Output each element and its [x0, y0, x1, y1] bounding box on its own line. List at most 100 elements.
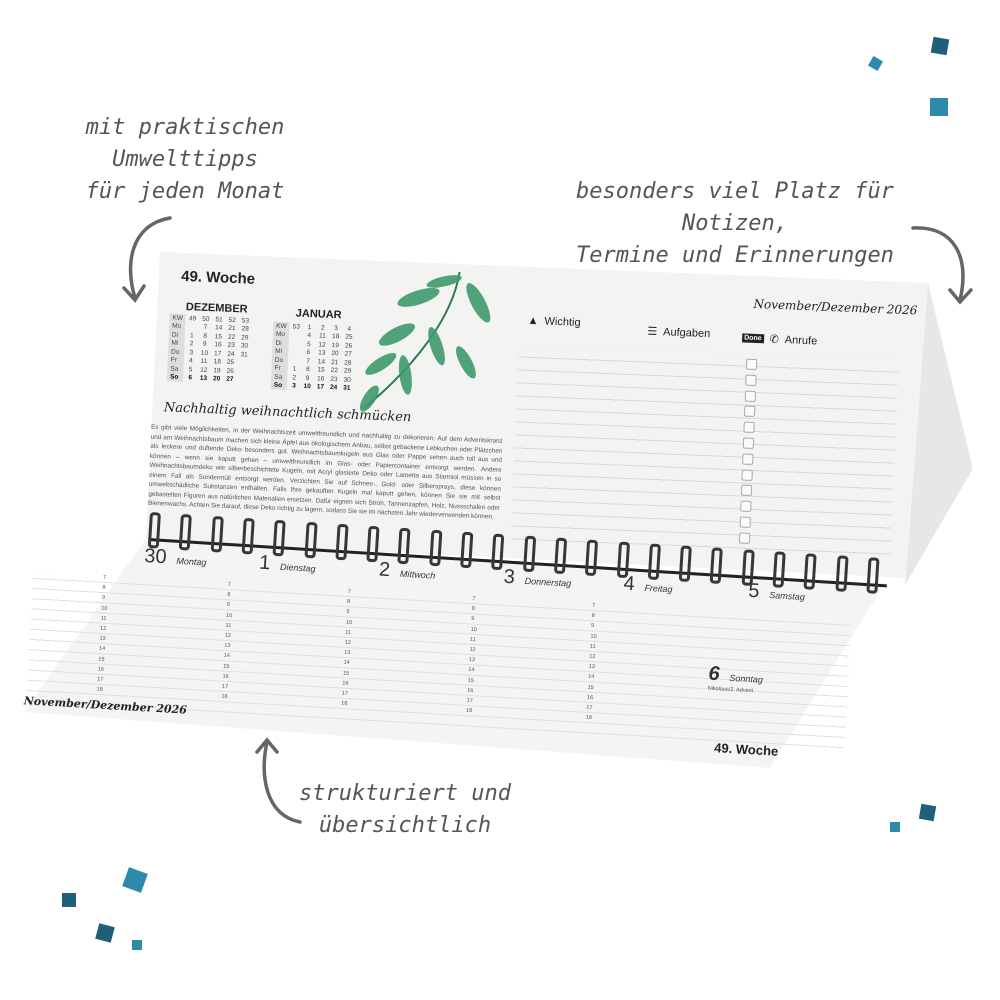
mini-calendar-cell: 16 [214, 341, 222, 349]
mini-calendar-cell: 17 [213, 350, 222, 358]
hour-label: 11 [225, 622, 232, 629]
mini-calendar-cell: 13 [199, 374, 208, 383]
mini-calendar-cell: 29 [241, 334, 249, 342]
confetti-square [132, 940, 142, 950]
hour-label: 15 [342, 670, 350, 677]
mini-calendar-cell: 26 [344, 342, 353, 350]
mini-calendar-cell: 21 [330, 358, 339, 366]
day-number: 6 [707, 662, 721, 686]
mini-calendar-cell: 17 [316, 383, 325, 391]
mini-calendar-title: DEZEMBER [185, 301, 248, 316]
binding-ring [741, 549, 755, 586]
hour-label: 15 [98, 656, 105, 663]
mini-calendar-cell: 21 [228, 325, 236, 333]
hour-label: 18 [585, 714, 593, 722]
week-label: 49. Woche [180, 267, 256, 288]
hour-label: 15 [222, 663, 230, 670]
hour-label: 15 [467, 677, 475, 684]
week-label: 49. Woche [713, 740, 779, 759]
note-lines [510, 344, 899, 560]
hour-label: 13 [224, 642, 231, 650]
annotation-line: Umwelttipps [112, 147, 258, 172]
mini-calendar-cell: 30 [240, 342, 249, 350]
arrow-bottom-icon [255, 737, 302, 824]
hour-label: 12 [589, 653, 596, 661]
binding-ring [397, 527, 411, 565]
hour-label: 14 [98, 645, 106, 653]
mini-calendar-cell: Fr [167, 355, 185, 366]
checkbox[interactable] [740, 484, 753, 497]
arrow-left-icon [122, 216, 172, 303]
hour-label: 11 [345, 629, 352, 636]
confetti-square [918, 803, 937, 822]
hour-label: 14 [343, 660, 350, 667]
binding-ring [241, 517, 255, 555]
mini-calendar-cell: Fr [271, 364, 289, 374]
mini-calendar-cell: So [270, 381, 288, 391]
hour-label: 10 [470, 626, 477, 633]
hour-label: 17 [97, 676, 104, 683]
mini-calendar-cell: 10 [303, 383, 311, 391]
mini-calendar-cell: 31 [240, 351, 248, 359]
hour-label: 8 [102, 584, 106, 591]
mini-calendar-cell: 28 [344, 359, 352, 367]
mini-calendar-cell: 26 [226, 367, 234, 375]
mini-calendar-cell: Mi [168, 338, 186, 349]
mini-calendar-cell: 24 [329, 384, 338, 392]
mini-calendar-cell: 53 [241, 317, 250, 325]
month-range: November/Dezember 2026 [753, 296, 918, 318]
confetti-square [62, 893, 76, 907]
mini-calendar-cell: 12 [318, 341, 326, 349]
checkbox[interactable] [741, 469, 753, 481]
checkbox[interactable] [742, 453, 754, 465]
binding-ring [178, 513, 193, 551]
column-tasks: ☰Aufgaben [647, 325, 710, 341]
hour-label: 13 [588, 663, 596, 671]
binding-ring [366, 525, 380, 563]
mini-calendar-cell: 29 [343, 367, 352, 376]
column-label: Wichtig [544, 315, 581, 329]
mini-calendar-cell: 27 [344, 350, 352, 359]
checkbox[interactable] [742, 437, 755, 449]
hour-label: 15 [587, 684, 594, 691]
annotation-line: übersichtlich [318, 813, 492, 838]
confetti-square [867, 55, 884, 72]
mini-calendar-cell: 24 [227, 350, 235, 358]
mini-calendar-cell: 52 [228, 316, 237, 324]
binding-ring [335, 523, 349, 561]
confetti-square [95, 923, 115, 943]
day-name: Sonntag [729, 672, 764, 685]
annotation-environment-tips: mit praktischen Umwelttipps für jeden Mo… [70, 112, 300, 208]
hour-label: 10 [101, 605, 108, 612]
checkbox[interactable] [745, 374, 757, 386]
binding-ring [272, 519, 286, 557]
checkbox[interactable] [743, 421, 755, 434]
binding-ring [585, 539, 599, 577]
mini-calendar-cell: Mi [272, 347, 289, 357]
hour-label: 18 [341, 700, 348, 708]
mini-calendar-cell: Do [271, 355, 289, 365]
binding-ring [678, 545, 693, 583]
mini-calendar-cell: 19 [331, 341, 340, 350]
mini-calendar-cell: 6 [188, 374, 193, 382]
checkbox[interactable] [744, 390, 757, 402]
mini-calendar-cell: 3 [291, 382, 296, 390]
checkbox[interactable] [739, 516, 751, 528]
checkbox[interactable] [740, 500, 752, 513]
hour-label: 18 [221, 693, 228, 701]
confetti-square [122, 867, 148, 893]
hour-label: 16 [97, 666, 105, 673]
hour-label: 11 [469, 636, 476, 644]
checkbox[interactable] [745, 358, 758, 371]
checkbox[interactable] [738, 532, 751, 544]
mini-calendar-cell: KW [273, 321, 290, 331]
mini-calendar-cell: Mo [272, 330, 290, 340]
mini-calendar-cell: 25 [226, 359, 235, 367]
checkbox[interactable] [743, 405, 756, 418]
mini-calendar-cell: 25 [345, 333, 353, 342]
hour-label: 12 [99, 625, 107, 632]
hour-label: 10 [345, 619, 353, 626]
hour-label: 14 [468, 667, 475, 674]
mini-calendar-cell: Di [168, 330, 186, 340]
